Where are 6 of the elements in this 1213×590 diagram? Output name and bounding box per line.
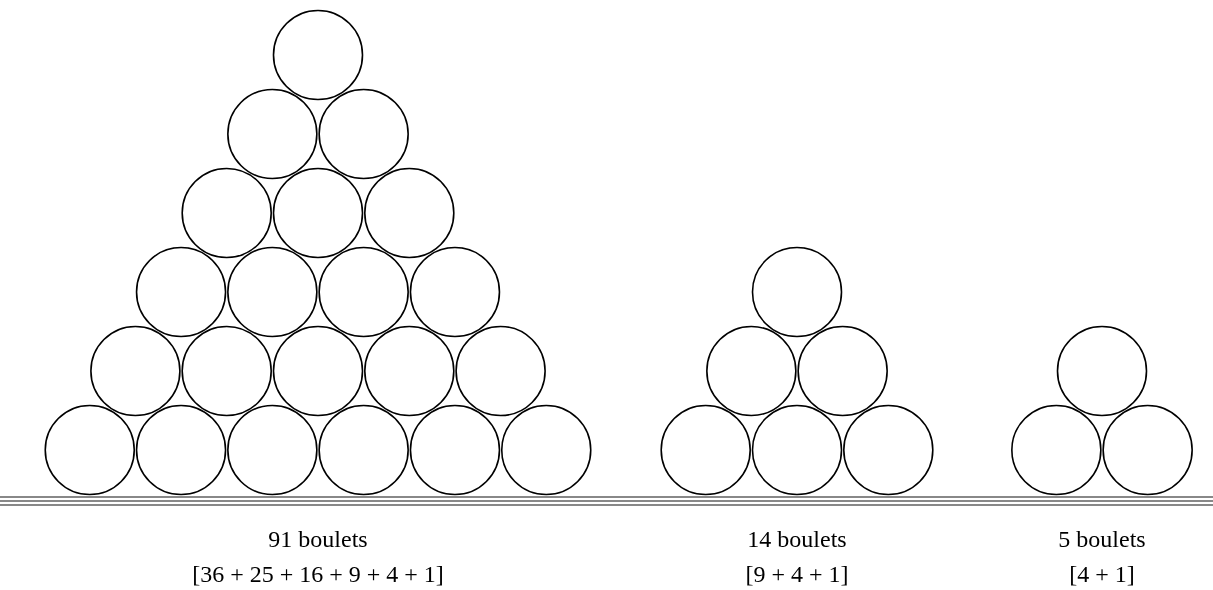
sum-formula: [4 + 1] [1069,560,1135,588]
sum-formula: [36 + 25 + 16 + 9 + 4 + 1] [192,560,444,588]
count-label: 5 boulets [1058,525,1146,553]
count-label: 91 boulets [268,525,368,553]
sum-formula: [9 + 4 + 1] [745,560,849,588]
count-label: 14 boulets [747,525,847,553]
